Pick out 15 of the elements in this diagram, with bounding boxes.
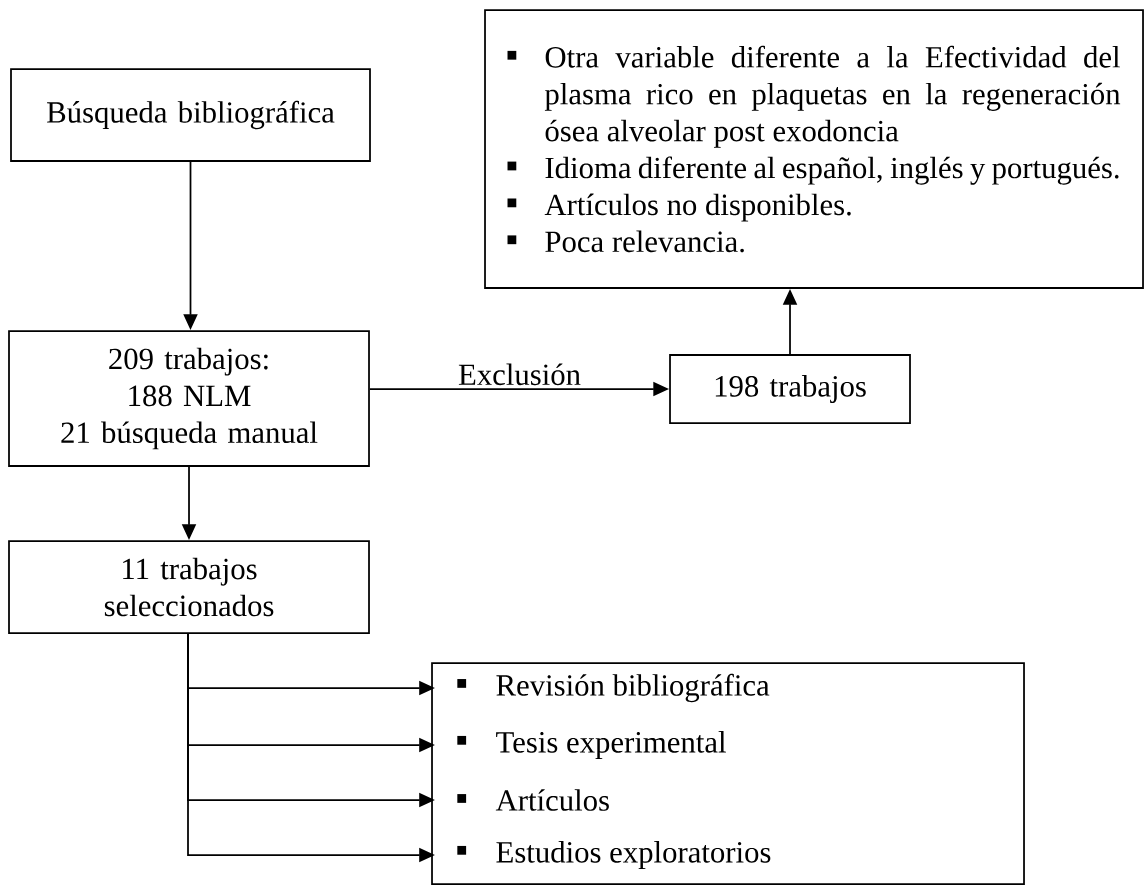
list-item: Idioma diferente al español, inglés y portugués. bbox=[507, 156, 1119, 185]
list-item: Otra variable diferente a la Efectividad del plasma rico en plaquetas en la regeneración ósea alveolar post exodoncia bbox=[507, 45, 1121, 148]
list-box bbox=[431, 662, 1025, 885]
edge-label: Exclusión bbox=[458, 363, 581, 386]
process-box: 198 trabajos bbox=[669, 354, 911, 424]
process-box: 209 trabajos: 188 NLM 21 búsqueda manual bbox=[8, 330, 370, 467]
process-box: 11 trabajos seleccionados bbox=[8, 540, 370, 634]
list-item: Revisión bibliográfica bbox=[457, 673, 770, 703]
list-item: Poca relevancia. bbox=[507, 230, 744, 253]
process-box: Búsqueda bibliográfica bbox=[10, 68, 371, 162]
list-item: Artículos bbox=[457, 789, 609, 811]
list-item: Tesis experimental bbox=[457, 731, 726, 759]
criteria-box bbox=[484, 9, 1144, 289]
list-item: Estudios exploratorios bbox=[457, 841, 771, 869]
list-item: Artículos no disponibles. bbox=[507, 193, 851, 222]
